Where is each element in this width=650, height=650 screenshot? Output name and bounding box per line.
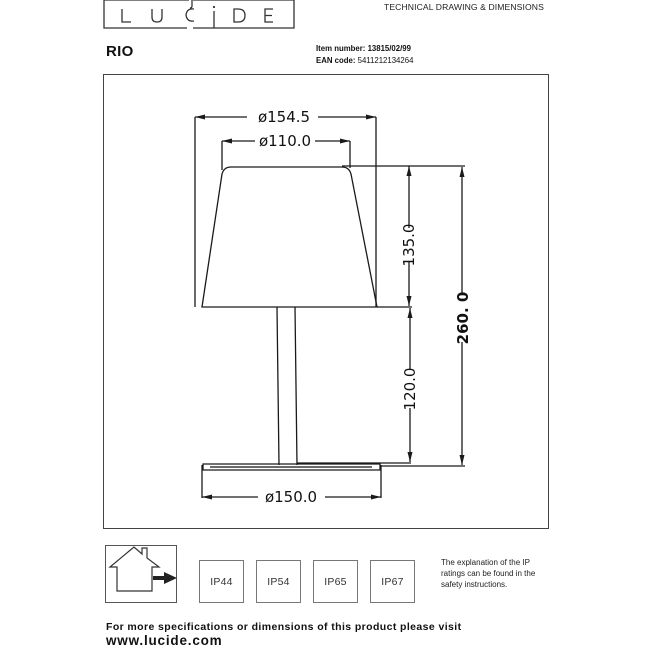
ean-label: EAN code:	[316, 56, 356, 65]
item-number-value: 13815/02/99	[367, 44, 411, 53]
ip-rating-ip44: IP44	[199, 560, 244, 603]
item-number-row: Item number: 13815/02/99	[316, 43, 413, 55]
ip-rating-ip65: IP65	[313, 560, 358, 603]
item-number-label: Item number:	[316, 44, 366, 53]
website-link[interactable]: www.lucide.com	[106, 633, 223, 648]
footer-text: For more specifications or dimensions of…	[106, 621, 462, 633]
lucide-logo-icon: LUCIDE	[103, 0, 295, 29]
house-indoor-icon	[107, 545, 177, 592]
ip-explanation-note: The explanation of the IP ratings can be…	[441, 558, 536, 589]
product-meta: Item number: 13815/02/99 EAN code: 54112…	[316, 43, 413, 67]
brand-logo: LUCIDE	[103, 0, 295, 29]
drawing-frame	[103, 74, 549, 529]
ip-rating-ip67: IP67	[370, 560, 415, 603]
product-name: RIO	[106, 43, 134, 60]
document-title: TECHNICAL DRAWING & DIMENSIONS	[384, 2, 544, 12]
indoor-icon-box	[105, 545, 177, 603]
ean-row: EAN code: 5411212134264	[316, 55, 413, 67]
ip-rating-ip54: IP54	[256, 560, 301, 603]
ean-value: 5411212134264	[357, 56, 414, 65]
